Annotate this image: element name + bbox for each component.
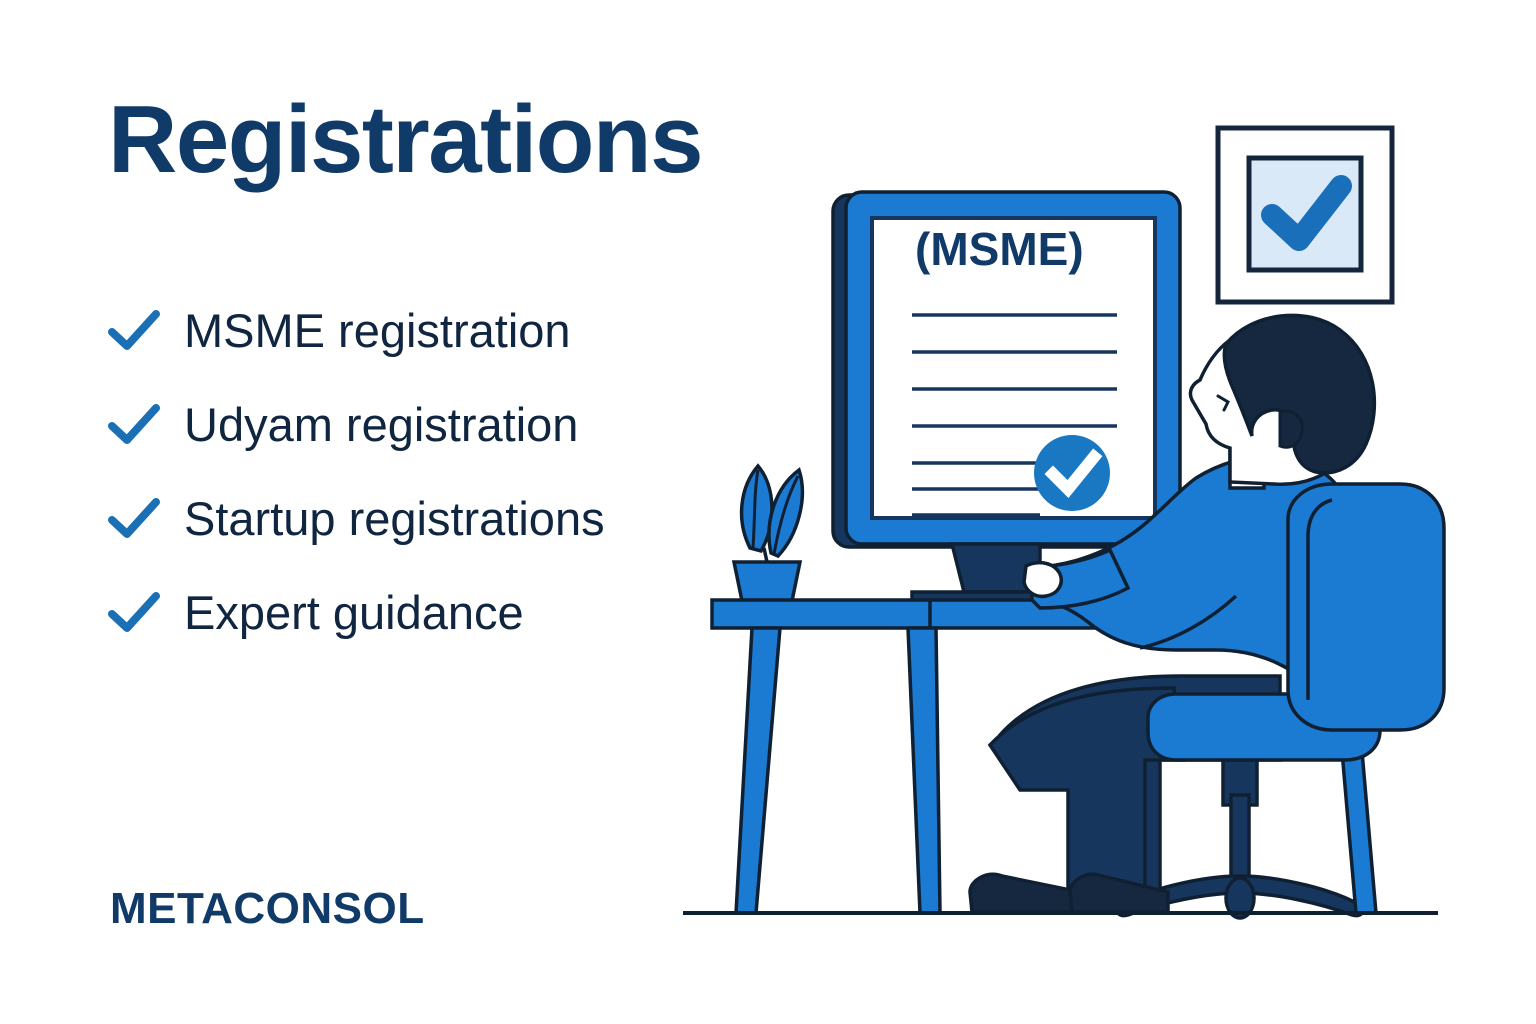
document-lines	[912, 313, 1117, 517]
page-title: Registrations	[108, 86, 703, 193]
person-shoe	[1068, 872, 1170, 914]
wall-frame	[1215, 125, 1395, 305]
desk-leg	[906, 626, 942, 915]
desk-leg	[734, 626, 782, 915]
check-circle-icon	[1034, 435, 1110, 511]
office-chair	[1146, 482, 1446, 762]
chair-caster	[1224, 876, 1256, 920]
plant-stem	[762, 547, 769, 563]
list-item: Startup registrations	[108, 471, 708, 565]
brand-logo: METACONSOL	[110, 884, 425, 933]
plant-leaf	[767, 467, 804, 559]
person-ear	[1278, 409, 1304, 449]
list-item-label: MSME registration	[184, 303, 571, 357]
plant-pot	[731, 560, 803, 603]
check-icon	[108, 592, 160, 632]
badge-circle	[1034, 435, 1110, 511]
check-icon	[108, 310, 160, 350]
check-icon	[1261, 175, 1352, 251]
badge-check	[1044, 448, 1103, 498]
check-icon	[108, 404, 160, 444]
person-eye	[1216, 394, 1230, 412]
check-icon	[108, 498, 160, 538]
chair-post	[1229, 793, 1251, 887]
illustration: (MSME)	[640, 0, 1536, 1024]
plant-leaf-vein	[751, 469, 760, 549]
person	[968, 313, 1377, 914]
monitor: (MSME)	[831, 190, 1182, 614]
feature-list: MSME registration Udyam registration Sta…	[108, 283, 708, 659]
text-column: Registrations MSME registration Udyam re…	[0, 0, 703, 1024]
person-shoe	[968, 872, 1082, 914]
list-item-label: Udyam registration	[184, 397, 579, 451]
potted-plant	[731, 463, 804, 603]
person-hair	[1222, 313, 1377, 475]
chair-backrest	[1286, 482, 1446, 732]
person-hand	[1022, 560, 1063, 599]
list-item-label: Startup registrations	[184, 491, 605, 545]
person-arm-crease	[1139, 594, 1238, 650]
plant-leaf-vein	[772, 475, 800, 555]
chair-backrest-crease	[1306, 498, 1333, 700]
screen-title: (MSME)	[915, 223, 1084, 275]
list-item: MSME registration	[108, 283, 708, 377]
list-item: Expert guidance	[108, 565, 708, 659]
list-item-label: Expert guidance	[184, 585, 524, 639]
list-item: Udyam registration	[108, 377, 708, 471]
